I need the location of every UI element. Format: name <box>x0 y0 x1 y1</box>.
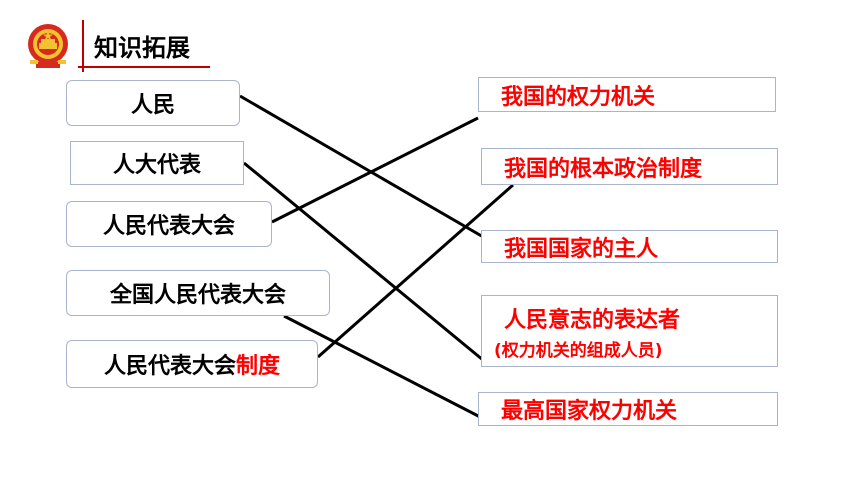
left-item-label: 全国人民代表大会 <box>109 283 286 308</box>
connector-line-people-master <box>239 94 486 240</box>
left-item-deputy[interactable]: 人大代表 <box>70 141 244 185</box>
title-divider <box>82 20 84 72</box>
left-item-label: 人民代表大会 <box>102 214 235 239</box>
left-item-congress-system[interactable]: 人民代表大会制度 <box>66 340 318 388</box>
left-item-highlight: 制度 <box>236 354 281 379</box>
title-underline <box>78 66 210 68</box>
right-item-supreme-organ[interactable]: 最高国家权力机关 <box>478 392 778 426</box>
right-item-label: 我国的权力机关 <box>501 84 656 110</box>
connector-line-npc-supreme <box>283 314 487 422</box>
right-item-fundamental-system[interactable]: 我国的根本政治制度 <box>481 148 778 185</box>
left-item-label: 人大代表 <box>112 153 201 178</box>
connector-line-deputy-expresser <box>243 161 484 362</box>
right-item-label: 我国的根本政治制度 <box>504 156 703 182</box>
left-item-people[interactable]: 人民 <box>66 80 240 126</box>
right-item-power-organ[interactable]: 我国的权力机关 <box>478 77 776 112</box>
right-item-label: 最高国家权力机关 <box>501 399 678 424</box>
right-item-label: 人民意志的表达者 <box>504 307 681 333</box>
right-item-sublabel: (权力机关的组成人员) <box>494 340 663 361</box>
connector-line-system-fundamental <box>317 183 514 359</box>
left-item-label: 人民 <box>130 93 175 118</box>
right-item-will-expresser[interactable]: 人民意志的表达者 (权力机关的组成人员) <box>481 295 778 367</box>
right-item-masters[interactable]: 我国国家的主人 <box>481 230 778 263</box>
page-title: 知识拓展 <box>94 34 190 62</box>
left-item-npc[interactable]: 全国人民代表大会 <box>66 270 330 316</box>
left-item-label: 人民代表大会 <box>103 354 236 379</box>
connector-line-congress-organ <box>271 116 479 224</box>
left-item-congress[interactable]: 人民代表大会 <box>66 201 272 247</box>
national-emblem-icon <box>28 24 68 68</box>
right-item-label: 我国国家的主人 <box>504 236 659 262</box>
